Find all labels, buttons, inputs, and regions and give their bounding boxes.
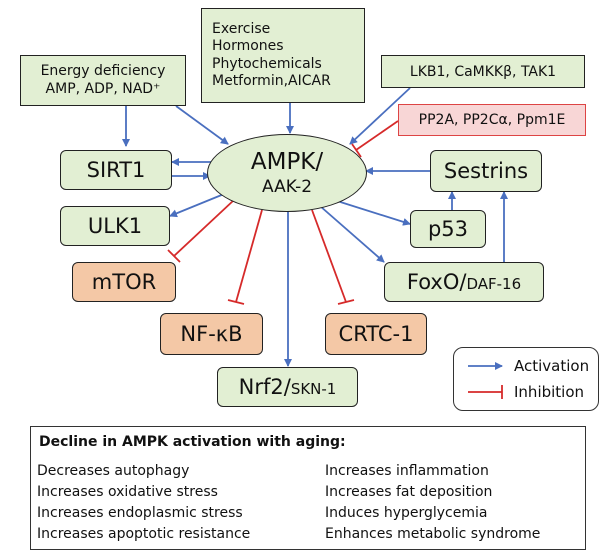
legend-activation-label: Activation [514, 357, 590, 375]
ampk-label: AMPK/ [250, 149, 324, 175]
arrow-ampk-to-ulk1 [169, 193, 225, 218]
foxo-label: FoxO/ [406, 270, 467, 294]
nrf2-node: Nrf2/ SKN-1 [217, 367, 358, 407]
sestrins-label: Sestrins [443, 159, 529, 183]
arrow-ampk-to-p53 [333, 199, 411, 226]
inhibit-ampk-to-mtor [173, 199, 235, 257]
arrow-energy-to-ampk [175, 105, 229, 145]
inhibit-ampk-to-crtc [311, 209, 347, 303]
ulk1-node: ULK1 [60, 206, 170, 246]
inhibit-phosphatases-to-ampk [355, 120, 399, 151]
legend-inhibition-symbol [468, 385, 503, 399]
aging-effect: Increases apoptotic resistance [37, 526, 251, 542]
energy-deficiency-box: Energy deficiency AMP, ADP, NAD⁺ [20, 55, 186, 106]
nfkb-label: NF-κB [180, 322, 243, 346]
legend-inhibition-label: Inhibition [514, 383, 585, 401]
inhibit-ampk-to-nfkb [235, 209, 263, 303]
daf16-label: DAF-16 [466, 275, 522, 293]
legend: Activation Inhibition [453, 347, 599, 411]
aging-effect: Increases oxidative stress [37, 484, 218, 500]
crtc1-label: CRTC-1 [338, 322, 414, 346]
phosphatases-box: PP2A, PP2Cα, Ppm1E [398, 104, 586, 136]
nfkb-node: NF-κB [160, 313, 263, 355]
kinases-box: LKB1, CaMKKβ, TAK1 [381, 55, 585, 88]
energy-line-2: AMP, ADP, NAD⁺ [45, 80, 161, 97]
aak2-label: AAK-2 [261, 176, 313, 197]
phosphatases-label: PP2A, PP2Cα, Ppm1E [418, 112, 566, 128]
mtor-node: mTOR [72, 262, 176, 302]
exercise-inputs-box: Exercise Hormones Phytochemicals Metform… [201, 8, 365, 103]
input-metformin-aicar: Metformin,AICAR [212, 73, 331, 89]
p53-label: p53 [427, 217, 469, 241]
input-exercise: Exercise [212, 20, 271, 37]
aging-title: Decline in AMPK activation with aging: [39, 434, 346, 450]
sirt1-node: SIRT1 [60, 150, 172, 190]
aging-effects-box: Decline in AMPK activation with aging: D… [30, 426, 586, 550]
aging-effect: Increases endoplasmic stress [37, 505, 243, 521]
nrf2-label: Nrf2/ [238, 375, 291, 399]
arrow-kinases-to-ampk [349, 87, 411, 145]
ulk1-label: ULK1 [87, 214, 143, 238]
mtor-label: mTOR [91, 270, 157, 294]
sestrins-node: Sestrins [430, 150, 542, 192]
aging-left-column: Decreases autophagy Increases oxidative … [37, 461, 250, 545]
skn1-label: SKN-1 [290, 380, 337, 398]
input-phytochemicals: Phytochemicals [212, 55, 322, 72]
kinases-label: LKB1, CaMKKβ, TAK1 [409, 63, 557, 80]
foxo-node: FoxO/ DAF-16 [384, 262, 544, 302]
crtc1-node: CRTC-1 [325, 313, 427, 355]
input-hormones: Hormones [212, 38, 284, 54]
aging-effect: Induces hyperglycemia [325, 505, 488, 521]
aging-effect: Enhances metabolic syndrome [325, 526, 541, 542]
arrow-ampk-to-foxo [319, 205, 385, 263]
p53-node: p53 [410, 210, 486, 248]
energy-line-1: Energy deficiency [40, 63, 166, 79]
aging-right-column: Increases inflammation Increases fat dep… [325, 461, 540, 545]
sirt1-label: SIRT1 [86, 158, 146, 182]
ampk-node: AMPK/ AAK-2 [207, 134, 367, 212]
aging-effect: Increases inflammation [325, 463, 489, 479]
aging-effect: Increases fat deposition [325, 484, 493, 500]
aging-effect: Decreases autophagy [37, 463, 190, 479]
